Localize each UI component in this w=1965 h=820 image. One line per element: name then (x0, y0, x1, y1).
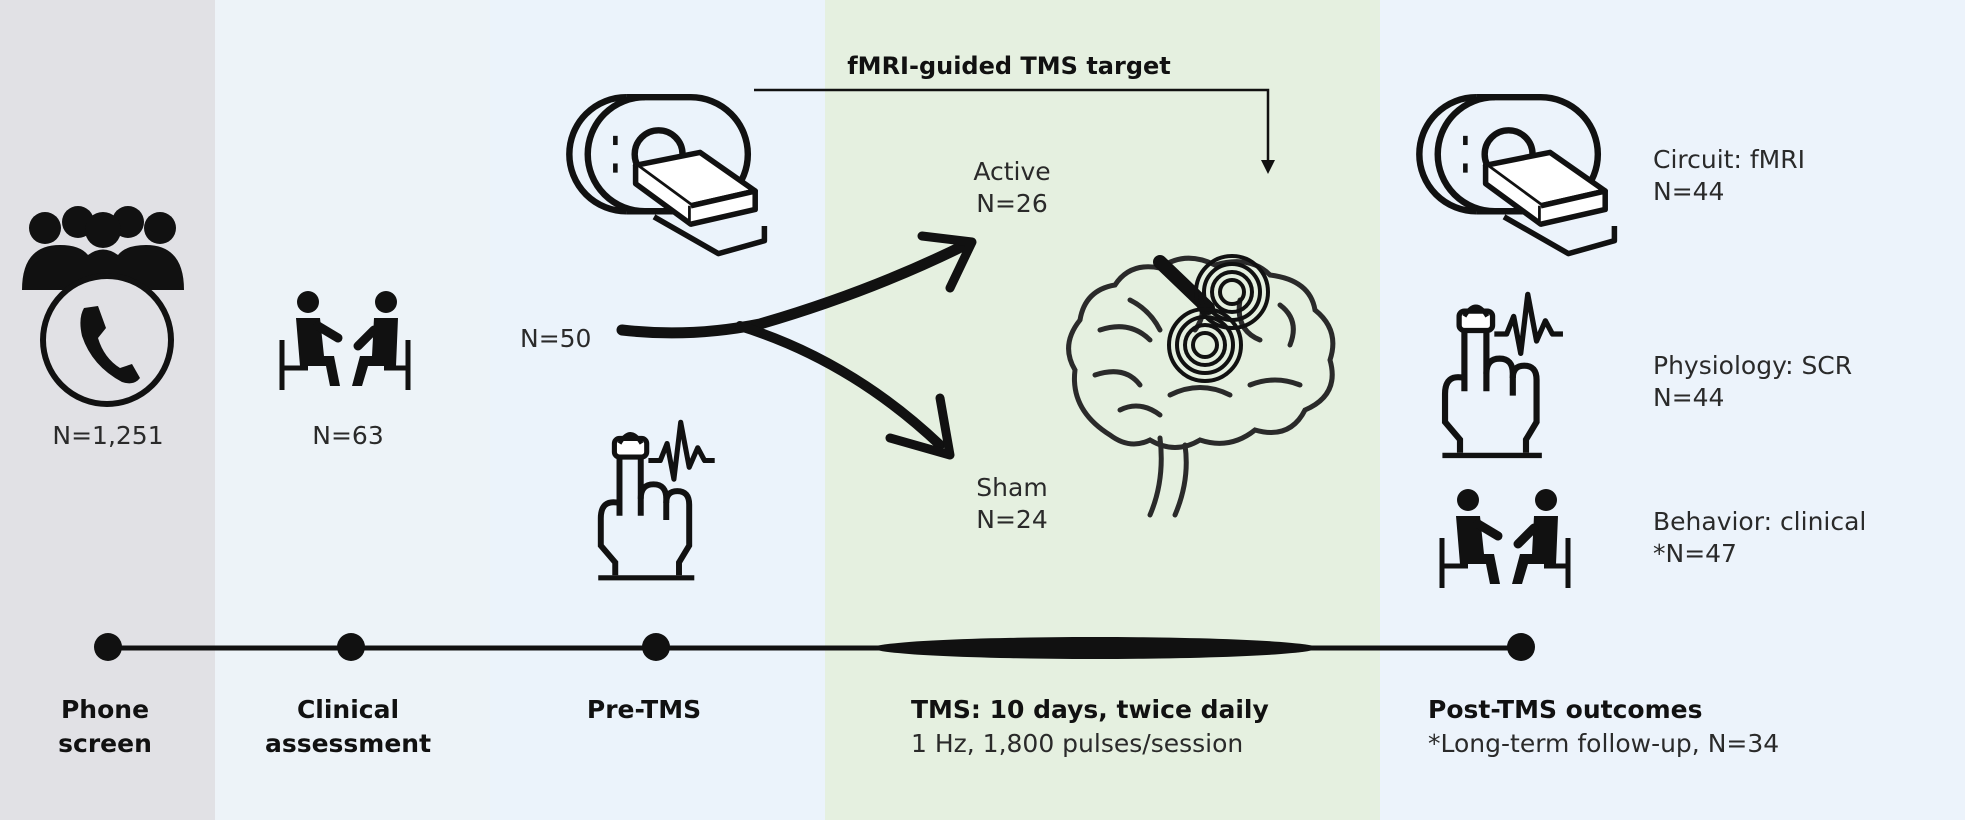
finger-sensor-icon (1442, 294, 1563, 455)
clinical-label-2: assessment (264, 729, 432, 758)
pretms-count: N=50 (520, 324, 592, 353)
outcome-physiology-label: Physiology: SCR (1653, 351, 1853, 380)
sham-count: N=24 (976, 505, 1048, 534)
outcome-behavior-label: Behavior: clinical (1653, 507, 1867, 536)
people-icon (22, 206, 184, 290)
band-tms (825, 0, 1380, 820)
target-label: fMRI-guided TMS target (847, 52, 1171, 80)
pretms-label: Pre-TMS (586, 695, 702, 724)
active-label: Active (973, 157, 1051, 186)
post-tms-title: Post-TMS outcomes (1428, 695, 1703, 724)
clinical-label-1: Clinical (296, 695, 400, 724)
phone-icon (40, 273, 174, 407)
mri-scanner-icon (1419, 97, 1614, 253)
outcome-circuit-count: N=44 (1653, 177, 1725, 206)
band-phone-screen (0, 0, 215, 820)
phone-screen-label-2: screen (58, 729, 152, 758)
post-tms-subtitle: *Long-term follow-up, N=34 (1428, 729, 1780, 758)
tms-coil-icon (1153, 254, 1270, 383)
mri-scanner-icon (569, 97, 764, 253)
phone-screen-label-1: Phone (60, 695, 150, 724)
clinical-count: N=63 (312, 421, 384, 450)
interview-icon (1442, 489, 1568, 588)
timeline (94, 633, 1535, 661)
interview-icon (282, 291, 408, 390)
tms-subtitle: 1 Hz, 1,800 pulses/session (911, 729, 1244, 758)
outcome-physiology-count: N=44 (1653, 383, 1725, 412)
band-post-tms (1380, 0, 1965, 820)
band-clinical (215, 0, 490, 820)
outcome-behavior-count: *N=47 (1653, 539, 1737, 568)
active-count: N=26 (976, 189, 1048, 218)
band-pretms (490, 0, 825, 820)
tms-title: TMS: 10 days, twice daily (911, 695, 1269, 724)
outcome-circuit-label: Circuit: fMRI (1653, 145, 1805, 174)
finger-sensor-icon (598, 422, 714, 578)
phone-count: N=1,251 (52, 421, 164, 450)
sham-label: Sham (976, 473, 1048, 502)
